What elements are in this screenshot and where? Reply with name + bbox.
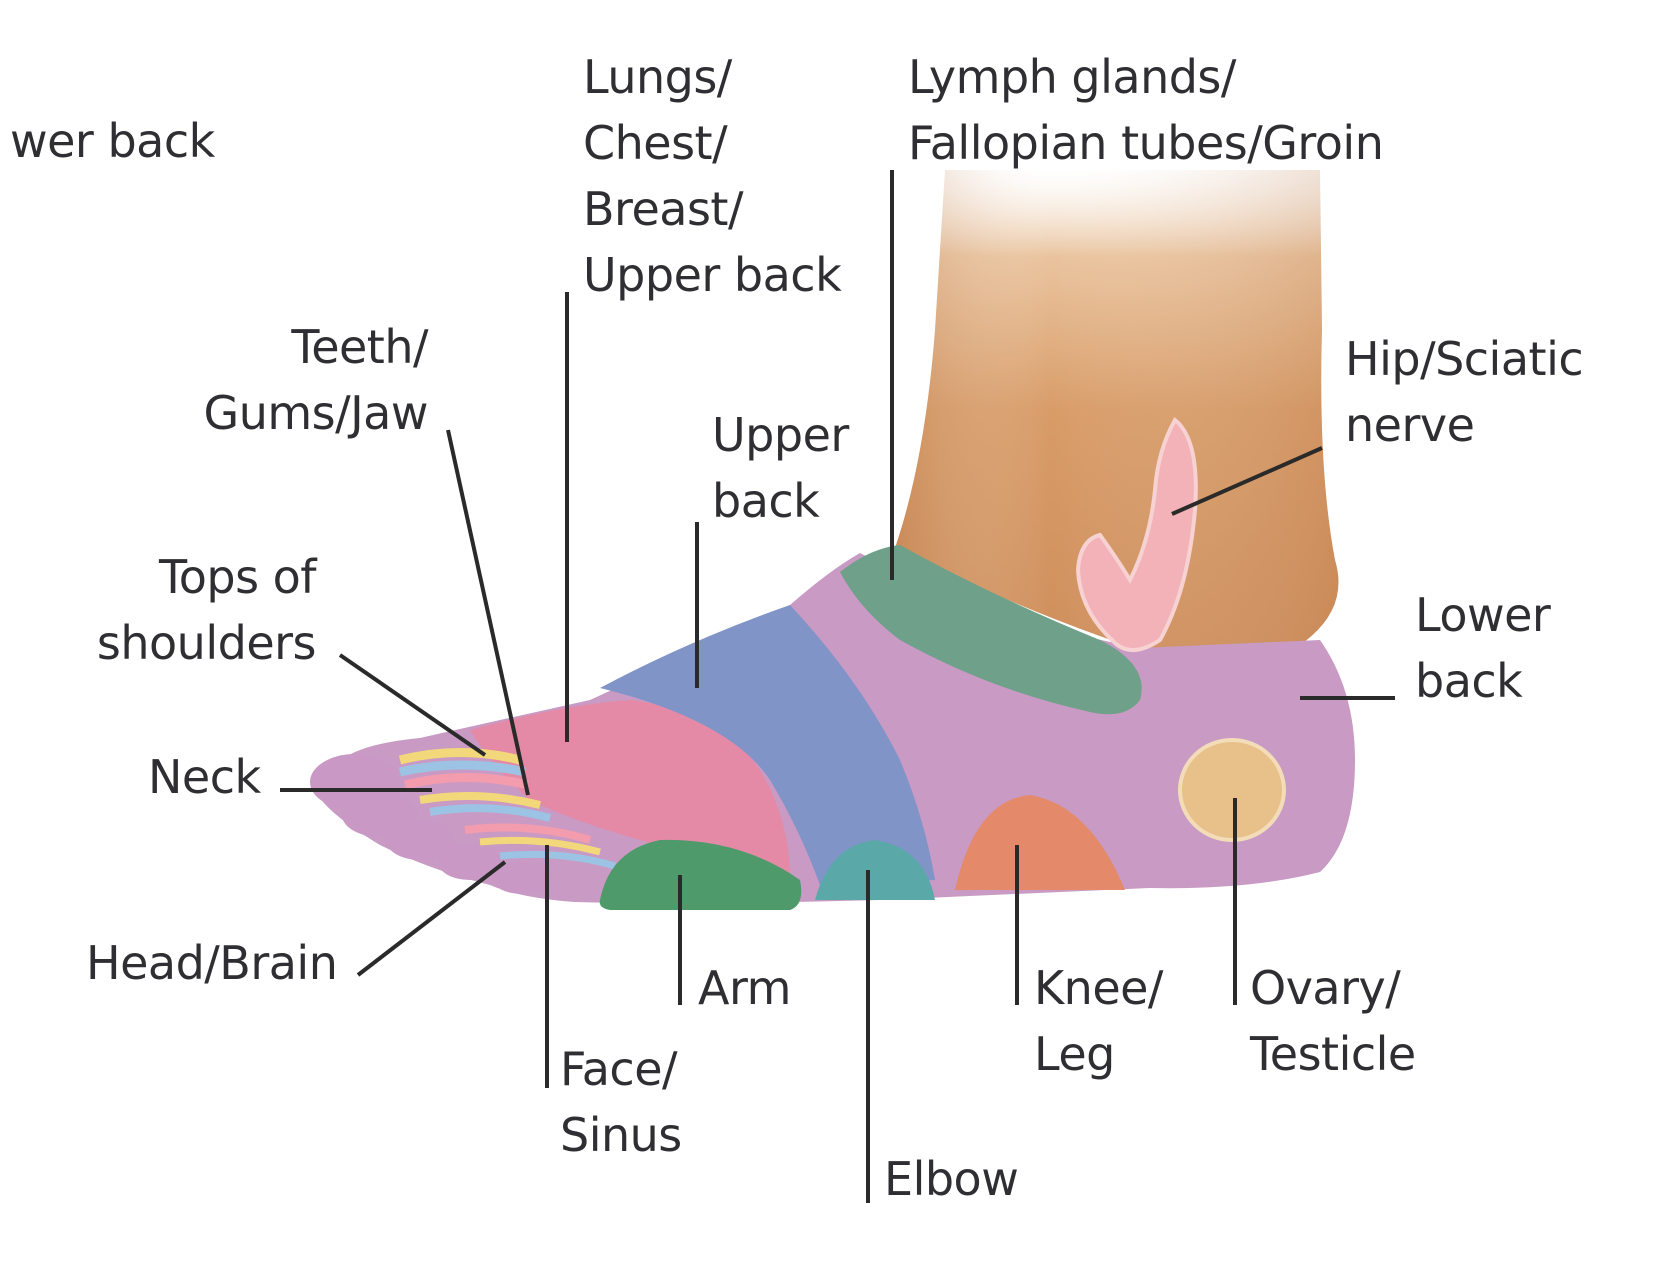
toe-4 — [438, 844, 502, 880]
label-ovary-testicle: Ovary/ Testicle — [1250, 955, 1416, 1087]
label-head-brain: Head/Brain — [86, 930, 337, 996]
label-neck: Neck — [148, 744, 261, 810]
label-lymph: Lymph glands/ Fallopian tubes/Groin — [908, 44, 1383, 176]
label-hip-sciatic: Hip/Sciatic nerve — [1345, 326, 1583, 458]
label-lower-back: Lower back — [1415, 582, 1550, 714]
label-teeth: Teeth/ Gums/Jaw — [190, 314, 428, 446]
label-tops-shoulders: Tops of shoulders — [80, 544, 316, 676]
zone-ovary-peach — [1180, 740, 1284, 840]
label-upper-back: Upper back — [712, 402, 849, 534]
label-lower-back-cropped: wer back — [10, 108, 215, 174]
label-knee-leg: Knee/ Leg — [1034, 955, 1163, 1087]
label-face-sinus: Face/ Sinus — [560, 1036, 682, 1168]
label-lungs: Lungs/ Chest/ Breast/ Upper back — [583, 44, 841, 308]
label-elbow: Elbow — [884, 1146, 1018, 1212]
line-head-brain — [358, 862, 505, 975]
label-arm: Arm — [698, 955, 791, 1021]
